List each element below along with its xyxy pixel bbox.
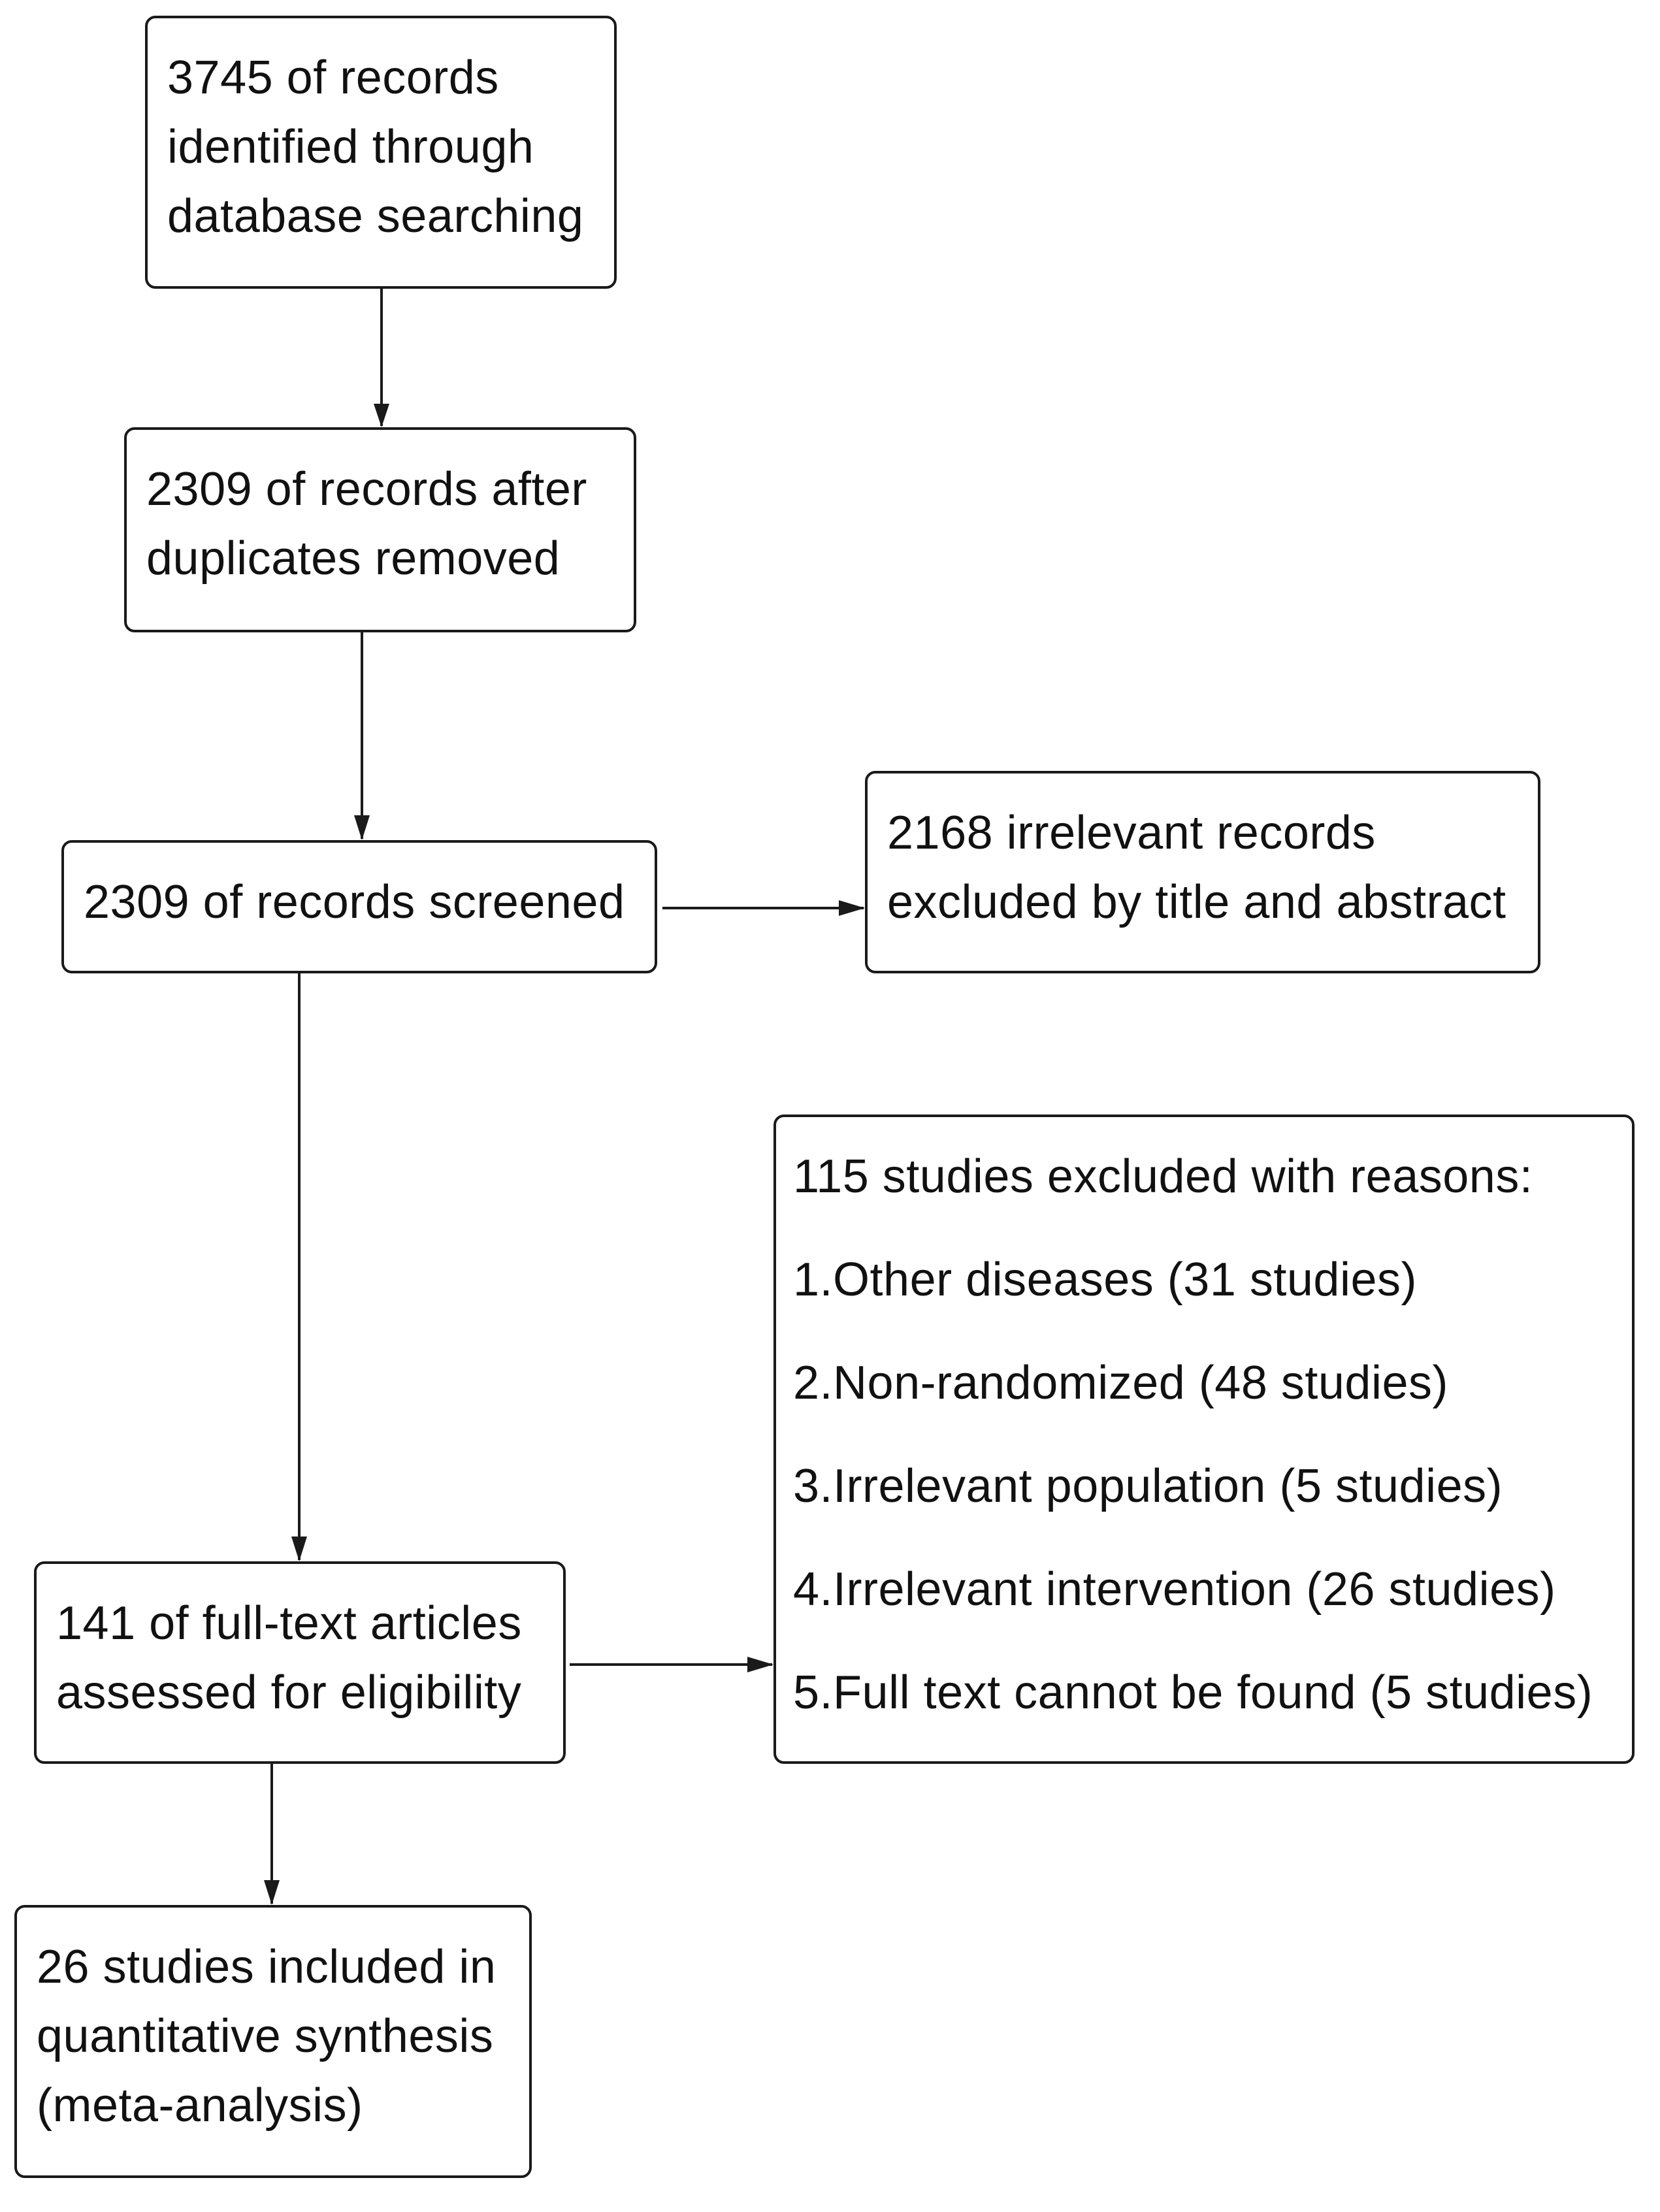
reason-item: 2.Non-randomized (48 studies)	[793, 1357, 1448, 1409]
excluded-reasons-box: 115 studies excluded with reasons: 1.Oth…	[773, 1114, 1635, 1764]
box-line: database searching	[167, 190, 584, 242]
records-screened-box: 2309 of records screened	[61, 840, 657, 973]
reasons-header: 115 studies excluded with reasons:	[793, 1150, 1533, 1203]
box-line: 2309 of records screened	[84, 876, 625, 928]
records-identified-box: 3745 of records identified through datab…	[145, 16, 617, 289]
duplicates-removed-box: 2309 of records after duplicates removed	[124, 427, 636, 632]
box-line: assessed for eligibility	[56, 1667, 522, 1719]
box-line: duplicates removed	[146, 532, 561, 585]
arrowhead-down-2	[354, 815, 370, 840]
box-line: 2168 irrelevant records	[887, 807, 1376, 859]
box-line: 141 of full-text articles	[56, 1597, 522, 1650]
reason-item: 3.Irrelevant population (5 studies)	[793, 1460, 1503, 1512]
arrowhead-right-2	[747, 1657, 773, 1672]
arrowhead-down-3	[291, 1537, 307, 1561]
box-line: 26 studies included in	[37, 1941, 496, 1993]
box-line: quantitative synthesis	[37, 2010, 494, 2062]
full-text-assessed-box: 141 of full-text articles assessed for e…	[34, 1561, 566, 1764]
box-line: excluded by title and abstract	[887, 876, 1506, 928]
box-line: 3745 of records	[167, 52, 499, 104]
box-line: 2309 of records after	[146, 463, 587, 515]
excluded-title-abstract-box: 2168 irrelevant records excluded by titl…	[865, 771, 1540, 973]
reason-item: 1.Other diseases (31 studies)	[793, 1254, 1417, 1306]
reason-item: 4.Irrelevant intervention (26 studies)	[793, 1563, 1556, 1616]
box-line: identified through	[167, 121, 534, 173]
reason-item: 5.Full text cannot be found (5 studies)	[793, 1667, 1593, 1719]
box-line: (meta-analysis)	[37, 2079, 363, 2132]
studies-included-box: 26 studies included in quantitative synt…	[14, 1905, 532, 2178]
arrowhead-down-4	[264, 1880, 280, 1905]
arrowhead-down-1	[374, 404, 389, 427]
arrowhead-right-1	[839, 900, 865, 916]
